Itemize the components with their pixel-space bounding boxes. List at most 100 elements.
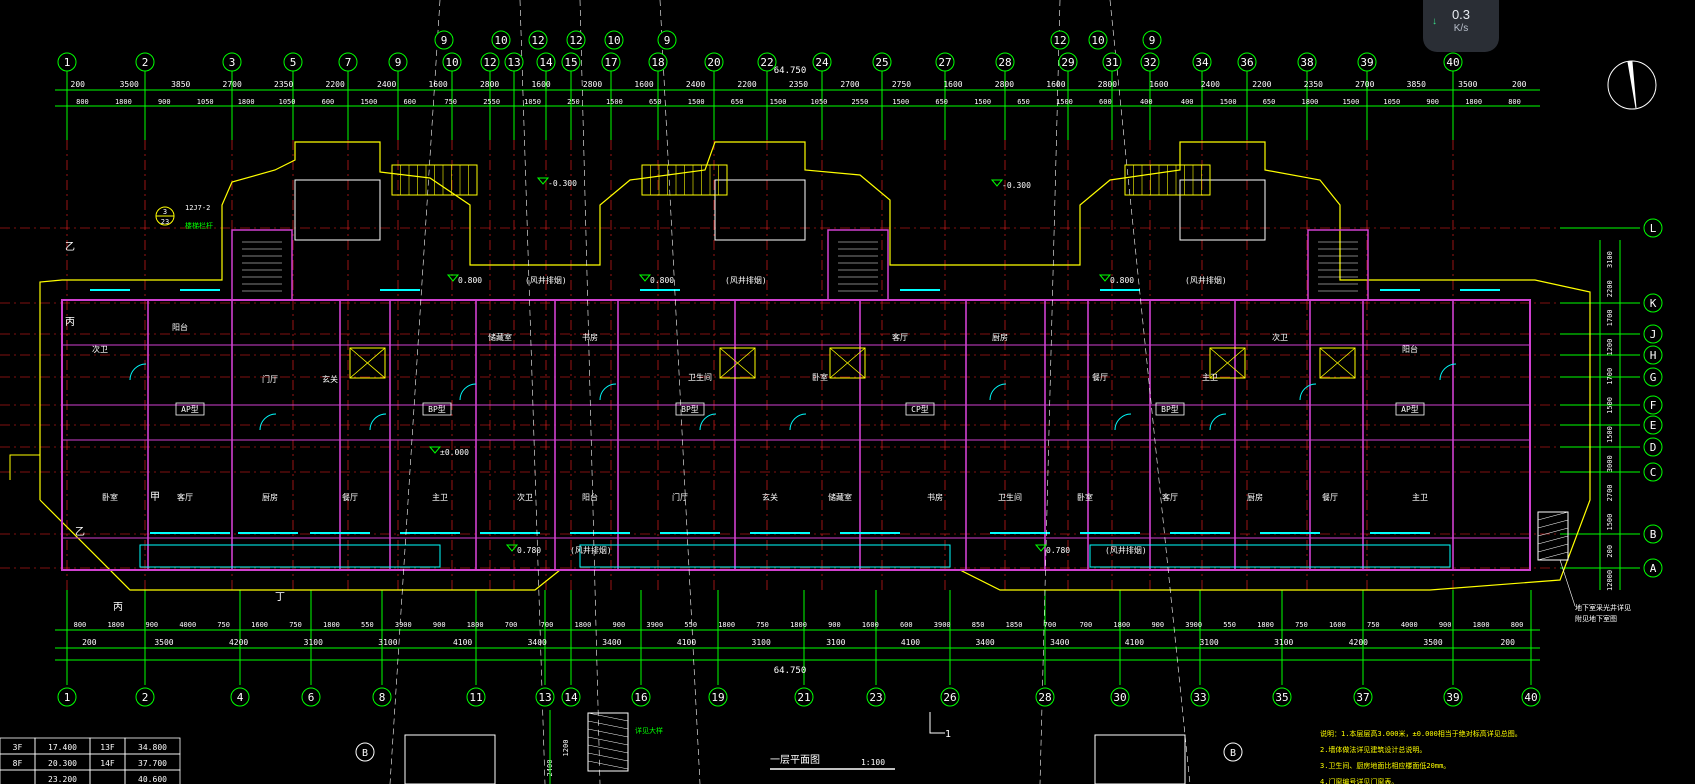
top-dimension: 3500 [1458, 80, 1477, 89]
axis-bubble-label: 27 [938, 56, 951, 69]
axis-bubble-circle [1353, 687, 1373, 707]
axis-bubble-label: 21 [797, 691, 810, 704]
hatch-line [1537, 511, 1569, 521]
room-label: 卫生间 [688, 372, 712, 382]
axis-bubble-label: C [1650, 466, 1657, 479]
room-label: 书房 [582, 332, 598, 342]
axis-bubble-top: 14 [536, 52, 556, 72]
room-label: 阳台 [1402, 344, 1418, 354]
elevation-label: 0.780 [1046, 546, 1070, 555]
axis-bubble-circle [1643, 367, 1663, 387]
axis-bubble-top: 3 [222, 52, 242, 72]
bottom-sub-dimension: 1600 [251, 621, 268, 629]
axis-bubble-circle [1110, 687, 1130, 707]
axis-bubble-label: 26 [943, 691, 956, 704]
bottom-sub-dimension: 800 [74, 621, 87, 629]
axis-bubble-bottom: 16 [631, 687, 651, 707]
axis-bubble-label: 5 [290, 56, 297, 69]
room-label: 次卫 [92, 344, 108, 354]
axis-bubble-label: 3 [229, 56, 236, 69]
bottom-dimension: 4200 [229, 638, 248, 647]
axis-bubble-circle [1643, 293, 1663, 313]
axis-bubble-circle [1142, 30, 1162, 50]
elevation-label: 0.800 [1110, 276, 1134, 285]
bottom-sub-dimension: 3900 [934, 621, 951, 629]
axis-bubble-circle [631, 687, 651, 707]
axis-bubble-circle [1643, 558, 1663, 578]
bottom-sub-dimension: 900 [613, 621, 626, 629]
axis-bubble-circle [1443, 687, 1463, 707]
door-swing [129, 363, 147, 381]
top-sub-dimension: 1050 [1383, 98, 1400, 106]
top-sub-dimension: 800 [1508, 98, 1521, 106]
axis-bubble-top: 34 [1192, 52, 1212, 72]
shaft-label: (风井排烟) [1185, 275, 1227, 285]
axis-bubble-label: 36 [1240, 56, 1253, 69]
door-swing [1114, 413, 1132, 431]
axis-bubble-circle [1297, 52, 1317, 72]
elevation-label: -0.300 [548, 179, 577, 188]
bottom-dimension: 3400 [602, 638, 621, 647]
axis-bubble-right: L [1643, 218, 1663, 238]
callout-number: 3 [163, 208, 167, 216]
bottom-sub-dimension: 1800 [1257, 621, 1274, 629]
axis-bubble-circle [338, 52, 358, 72]
axis-bubble-above: 9 [434, 30, 454, 50]
top-sub-dimension: 1500 [892, 98, 909, 106]
projection-line [659, 0, 701, 784]
top-sub-dimension: 2550 [483, 98, 500, 106]
top-dimension: 200 [71, 80, 86, 89]
axis-bubble-circle [1050, 30, 1070, 50]
hatch-line [587, 720, 629, 730]
axis-bubble-label: 17 [604, 56, 617, 69]
axis-bubble-label: F [1650, 399, 1657, 412]
table-cell-text: 40.600 [138, 775, 167, 784]
bottom-sub-dimension: 600 [900, 621, 913, 629]
axis-bubble-label: 1 [64, 691, 71, 704]
section-bubble [355, 742, 375, 762]
axis-bubble-above: 10 [604, 30, 624, 50]
axis-bubble-top: 28 [995, 52, 1015, 72]
bottom-sub-dimension: 750 [1295, 621, 1308, 629]
top-dimension: 3850 [171, 80, 190, 89]
bottom-dimension: 3500 [154, 638, 173, 647]
axis-bubble-right: F [1643, 395, 1663, 415]
axis-bubble-right: K [1643, 293, 1663, 313]
axis-bubble-circle [935, 52, 955, 72]
bottom-sub-dimension: 3900 [395, 621, 412, 629]
north-arrow-needle [1627, 61, 1637, 109]
network-speed-widget[interactable]: ↓ 0.3 K/s [1423, 0, 1499, 52]
right-dimension: 12000 [1606, 570, 1614, 591]
axis-bubble-label: 11 [469, 691, 482, 704]
top-sub-dimension: 1500 [1056, 98, 1073, 106]
stair-core [1307, 229, 1369, 301]
top-sub-dimension: 2550 [851, 98, 868, 106]
table-cell-text: 8F [13, 759, 23, 768]
table-cell [0, 769, 36, 784]
bottom-sub-dimension: 900 [433, 621, 446, 629]
axis-bubble-top: 31 [1102, 52, 1122, 72]
section-mark-line [929, 712, 945, 734]
room-label: 餐厅 [1322, 493, 1338, 502]
bottom-sub-dimension: 1800 [790, 621, 807, 629]
axis-bubble-label: 12 [483, 56, 496, 69]
axis-bubble-top: 13 [504, 52, 524, 72]
elevation-label: 0.800 [650, 276, 674, 285]
projection-line [519, 0, 546, 784]
axis-bubble-top: 32 [1140, 52, 1160, 72]
bottom-sub-dimension: 550 [1223, 621, 1236, 629]
bottom-sub-dimension: 550 [684, 621, 697, 629]
top-sub-dimension: 900 [1426, 98, 1439, 106]
unit-type-box [422, 402, 452, 416]
door-swing [1299, 383, 1317, 401]
vent-shaft [1209, 347, 1246, 379]
top-dimension: 3850 [1407, 80, 1426, 89]
top-dimension: 1600 [1149, 80, 1168, 89]
axis-bubble-top: 29 [1058, 52, 1078, 72]
axis-bubble-circle [1035, 687, 1055, 707]
axis-bubble-circle [1643, 218, 1663, 238]
top-dimension: 1600 [634, 80, 653, 89]
